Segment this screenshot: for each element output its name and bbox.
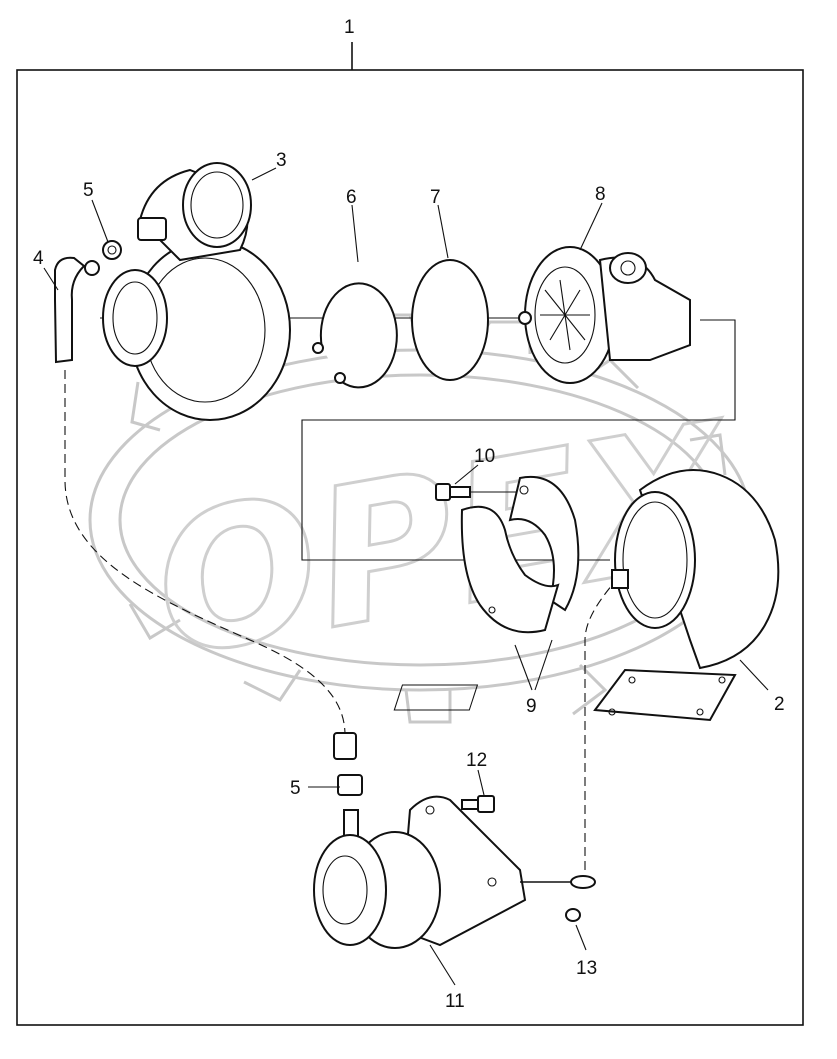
leader-7 [437, 204, 449, 259]
clamp-part-5 [84, 240, 122, 276]
leader-4 [43, 267, 59, 291]
clamp-part-5-lower [333, 732, 363, 841]
callout-12: 12 [466, 750, 487, 771]
callout-5-lower: 5 [290, 778, 301, 799]
leader-11 [429, 944, 456, 986]
assembly-frame [16, 69, 804, 1026]
hose-route [64, 370, 346, 736]
bolt-part-10 [435, 483, 471, 501]
leader-10 [454, 464, 479, 485]
snap-ring-part-6 [312, 282, 398, 389]
callout-8: 8 [595, 184, 606, 205]
bolt-part-12 [461, 795, 495, 813]
callout-2: 2 [774, 694, 785, 715]
callout-11: 11 [445, 991, 465, 1012]
callout-3: 3 [276, 150, 287, 171]
leader-8 [579, 202, 603, 251]
leader-2 [739, 659, 769, 691]
cartridge-part-8 [518, 246, 691, 384]
callout-7: 7 [430, 187, 441, 208]
clip-part-13 [565, 908, 581, 922]
callout-10: 10 [474, 446, 495, 467]
hose-part-4 [54, 256, 86, 364]
leader-3 [251, 167, 277, 181]
actuator-part-11 [313, 795, 596, 949]
leader-9b [534, 639, 553, 691]
callout-13: 13 [576, 958, 597, 979]
leader-9a [514, 644, 533, 691]
callout-1: 1 [344, 17, 355, 38]
leader-12 [477, 769, 485, 796]
callout-9: 9 [526, 696, 537, 717]
o-ring-part-7 [411, 259, 489, 381]
compressor-housing-part-3 [102, 162, 291, 421]
leader-6 [351, 204, 359, 263]
callout-6: 6 [346, 187, 357, 208]
gaskets-part-9 [460, 475, 580, 634]
callout-5: 5 [83, 180, 94, 201]
actuator-rod-route [584, 584, 613, 870]
turbine-housing-part-2 [393, 469, 780, 722]
leader-13 [575, 924, 587, 951]
callout-4: 4 [33, 248, 44, 269]
leader-5 [91, 199, 109, 243]
